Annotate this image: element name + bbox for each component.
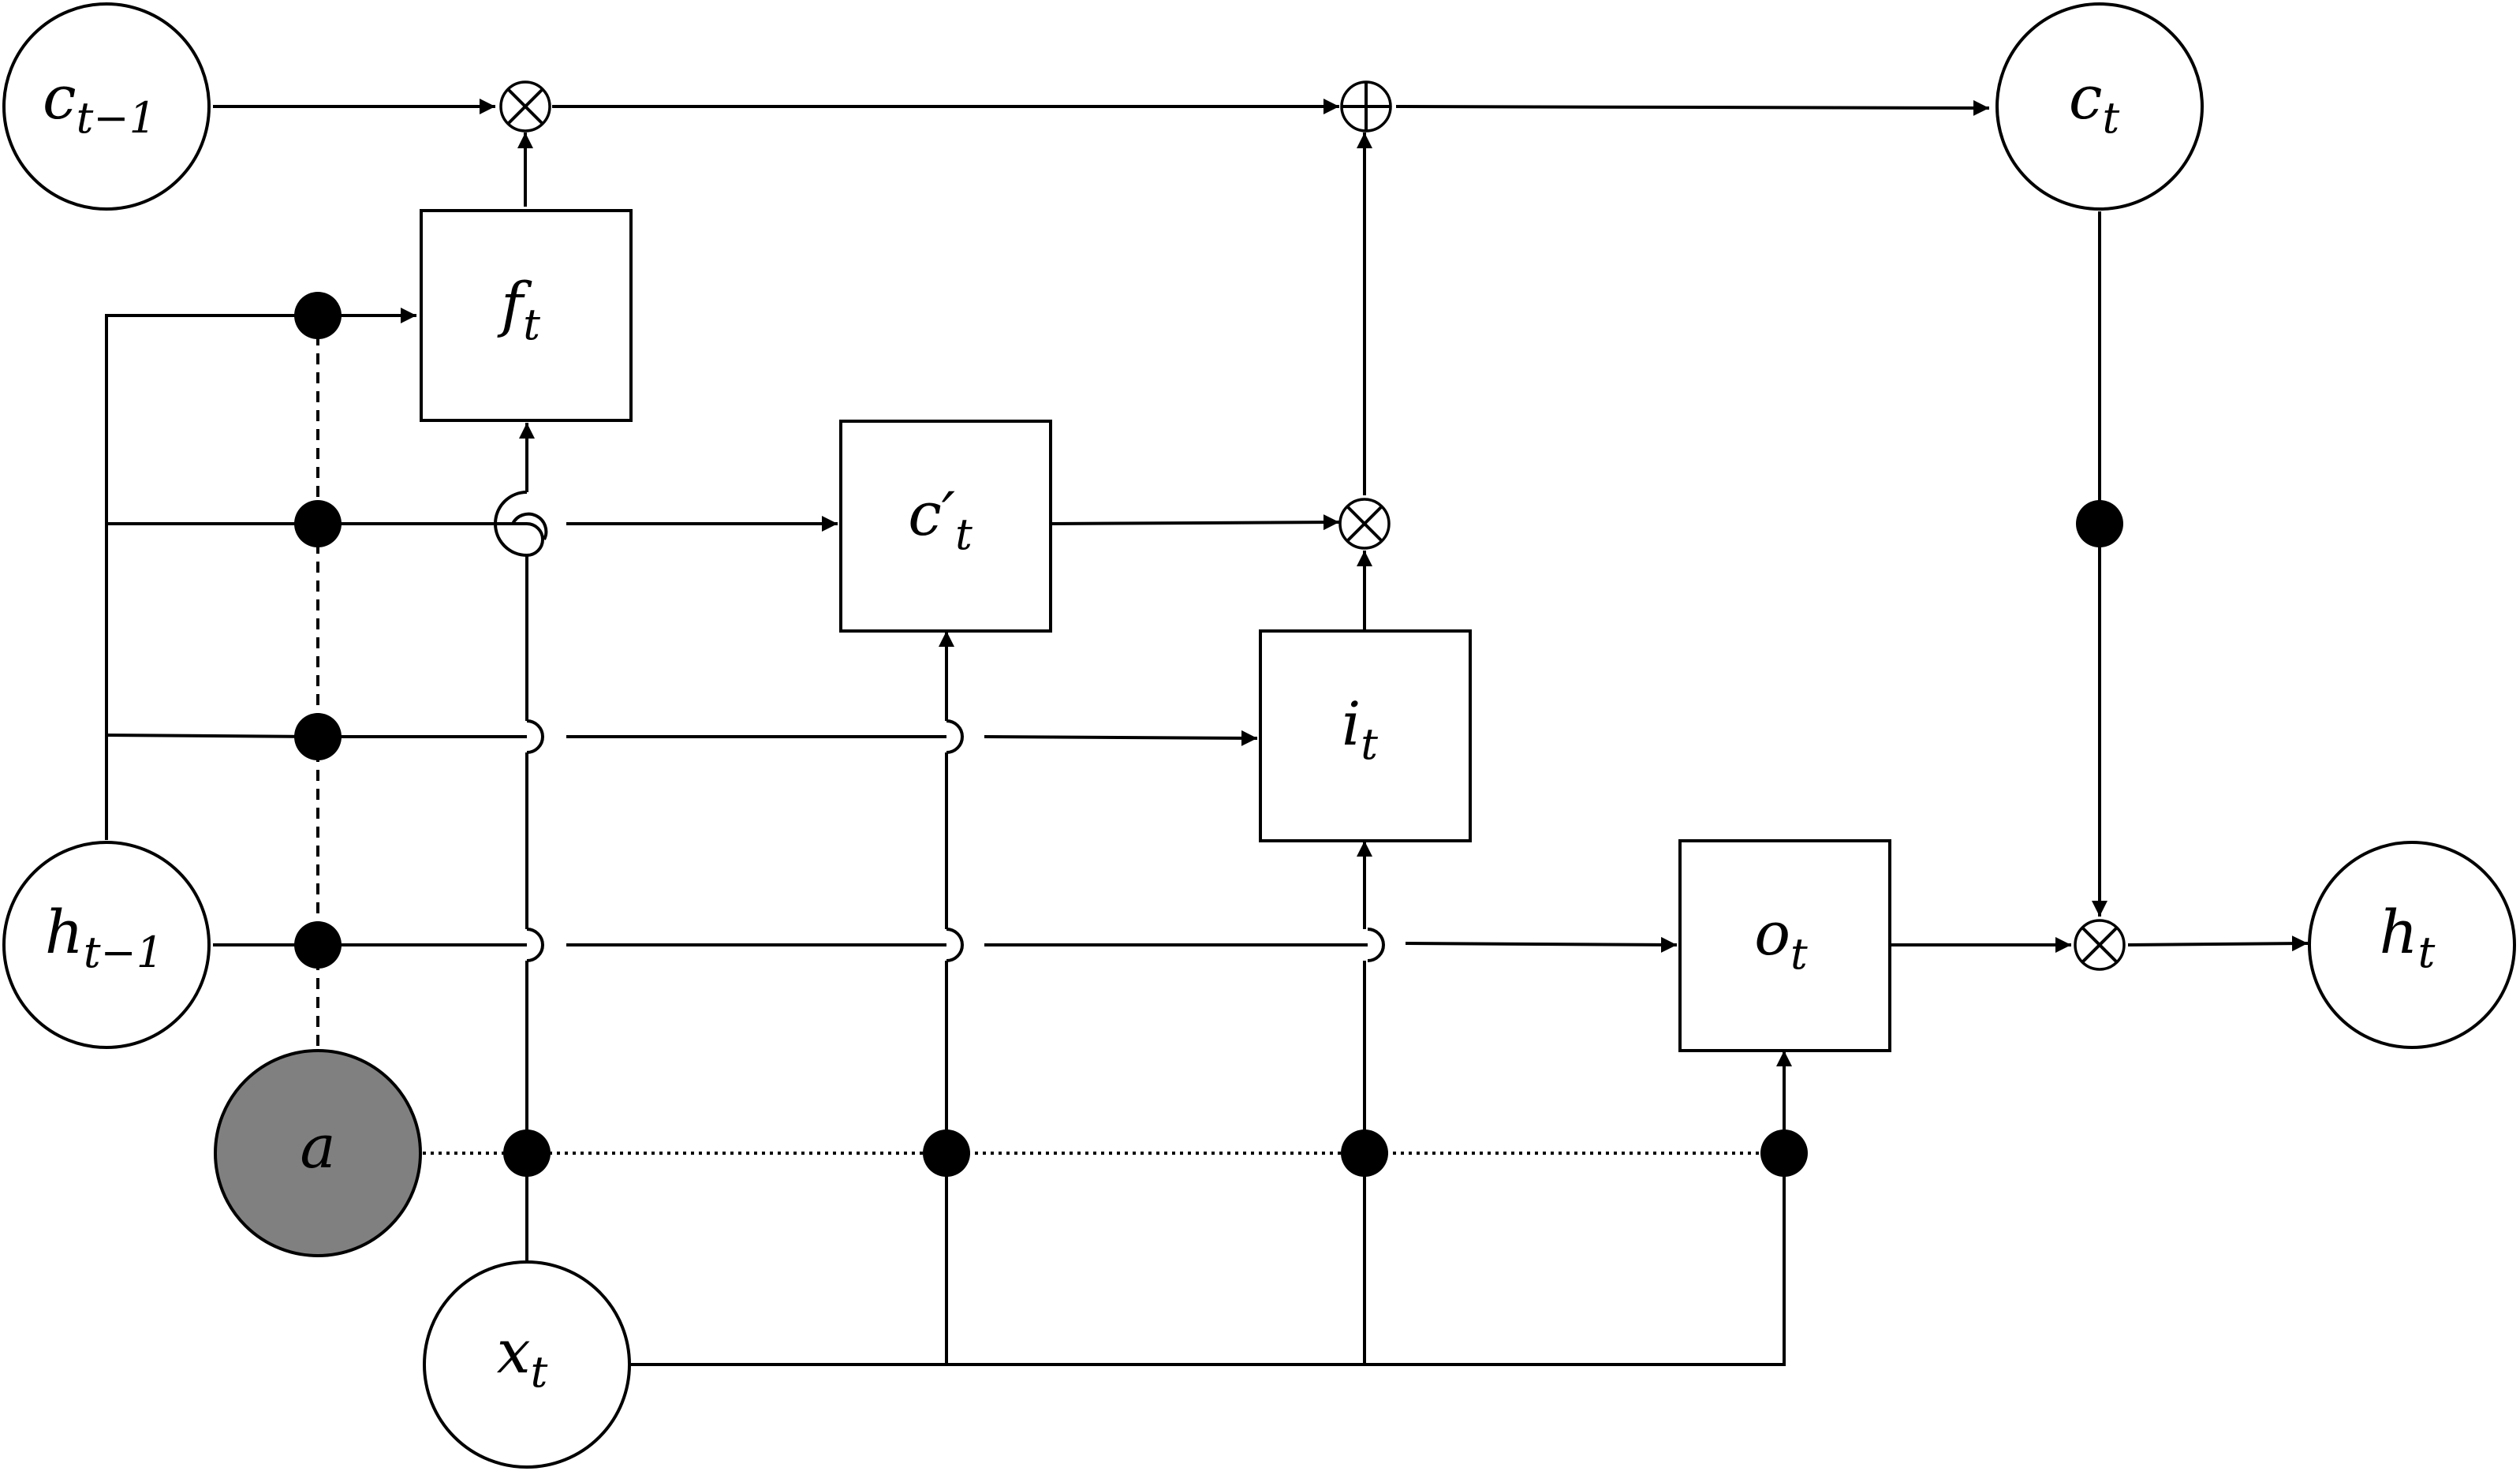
node-c-prev: ct−1 <box>2 2 211 211</box>
gate-output: ot <box>1678 839 1891 1052</box>
svg-text:ht: ht <box>2380 897 2436 977</box>
svg-text:c′t: c′t <box>908 479 973 559</box>
row-to-output-gate <box>213 928 1678 962</box>
node-h-t: ht <box>2308 841 2516 1049</box>
junctions <box>294 292 2123 1177</box>
node-h-prev: ht−1 <box>2 841 211 1049</box>
multiply-op-input <box>1338 498 1391 550</box>
hidden-input-bus <box>105 308 416 840</box>
svg-text:xt: xt <box>497 1316 548 1397</box>
row-to-candidate <box>318 512 838 557</box>
node-x-t: xt <box>423 1260 631 1469</box>
input-feed-columns <box>494 423 1792 1366</box>
cell-state-path <box>213 99 1990 116</box>
gate-candidate: c′t <box>839 420 1052 633</box>
gate-forget: ft <box>420 209 633 422</box>
svg-text:ht−1: ht−1 <box>45 897 163 977</box>
svg-text:ct−1: ct−1 <box>43 62 156 143</box>
svg-text:ot: ot <box>1754 898 1808 979</box>
svg-text:ct: ct <box>2069 62 2120 143</box>
gate-outputs <box>517 133 2309 953</box>
svg-text:it: it <box>1342 689 1378 769</box>
svg-text:a: a <box>300 1111 335 1182</box>
add-op-cell <box>1340 80 1392 133</box>
multiply-op-forget <box>499 80 551 133</box>
node-c-t: ct <box>1995 2 2204 211</box>
multiply-op-output <box>2074 919 2126 971</box>
gate-input: it <box>1259 629 1472 842</box>
row-to-input-gate <box>318 719 1258 754</box>
node-attention: a <box>214 1049 422 1257</box>
